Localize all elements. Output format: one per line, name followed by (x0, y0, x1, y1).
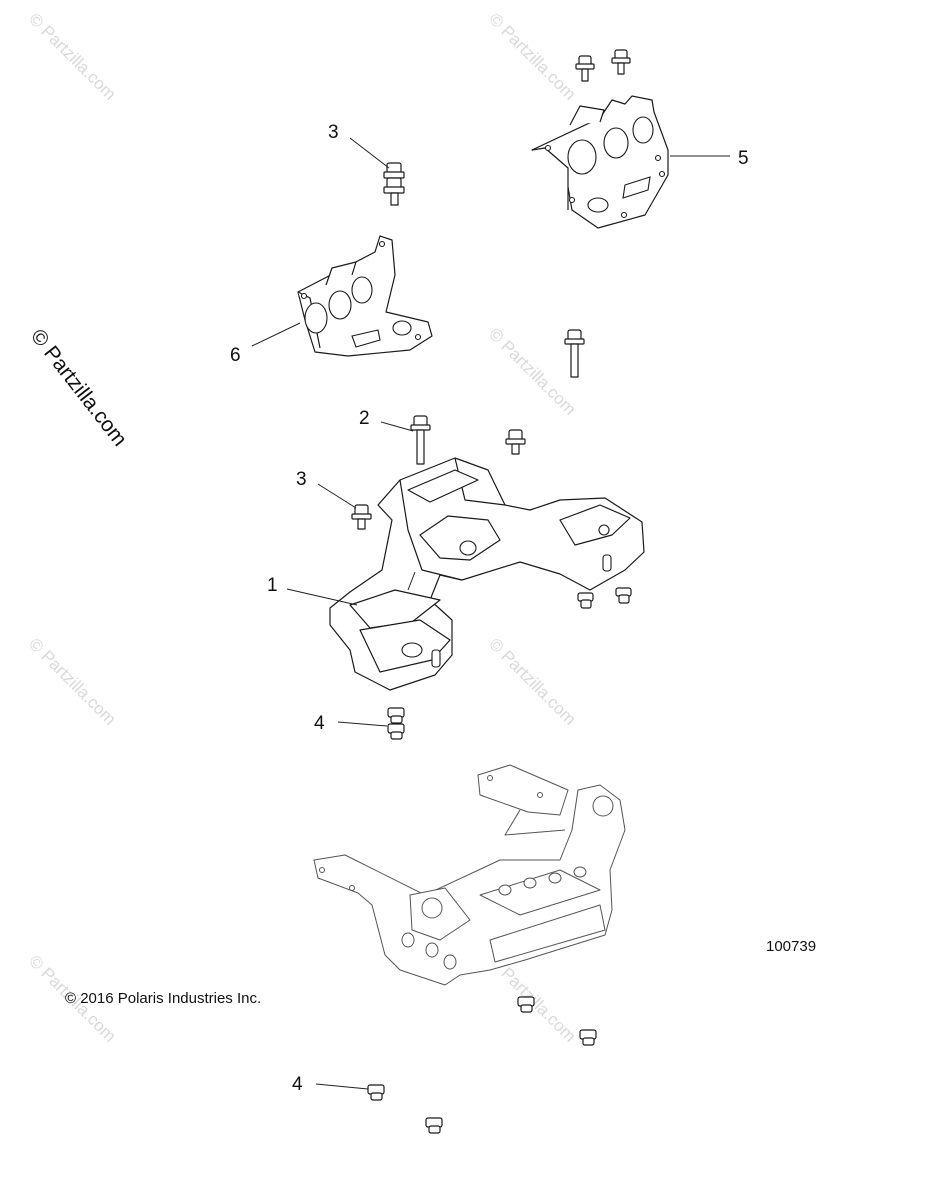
callout-3-upper: 3 (328, 122, 339, 143)
callout-3-lower: 3 (296, 469, 307, 490)
watermark-text: © Partzilla.com (25, 9, 119, 103)
watermark-text: © Partzilla.com (485, 634, 579, 728)
bolt-3-lower (351, 504, 372, 530)
callout-4-lower: 4 (292, 1074, 303, 1095)
callout-6: 6 (230, 345, 241, 366)
side-watermark: © Partzilla.com (26, 325, 131, 451)
callout-4-upper: 4 (314, 713, 325, 734)
bracket-part-6 (297, 235, 433, 357)
nuts-lower (367, 996, 597, 1134)
bolt-pair-top (575, 49, 631, 82)
callout-5: 5 (738, 148, 749, 169)
copyright-text: © 2016 Polaris Industries Inc. (65, 990, 261, 1007)
figure-number: 100739 (766, 938, 816, 955)
leader-lines (251, 137, 730, 1090)
long-bolt-right (564, 329, 585, 378)
bracket-part-5 (531, 95, 669, 229)
callout-1: 1 (267, 575, 278, 596)
callout-2: 2 (359, 408, 370, 429)
bolt-small-mid (505, 429, 526, 455)
engine-mount-part-1 (329, 457, 645, 691)
watermark-text: © Partzilla.com (485, 9, 579, 103)
nut-pair-right (577, 587, 632, 609)
watermark-text: © Partzilla.com (25, 634, 119, 728)
frame-assembly (313, 764, 626, 986)
bolt-2 (410, 415, 431, 465)
callouts: 3 5 6 2 3 1 4 4 (230, 122, 749, 1095)
bolt-3-upper (383, 162, 405, 206)
nut-4-upper (387, 707, 405, 740)
